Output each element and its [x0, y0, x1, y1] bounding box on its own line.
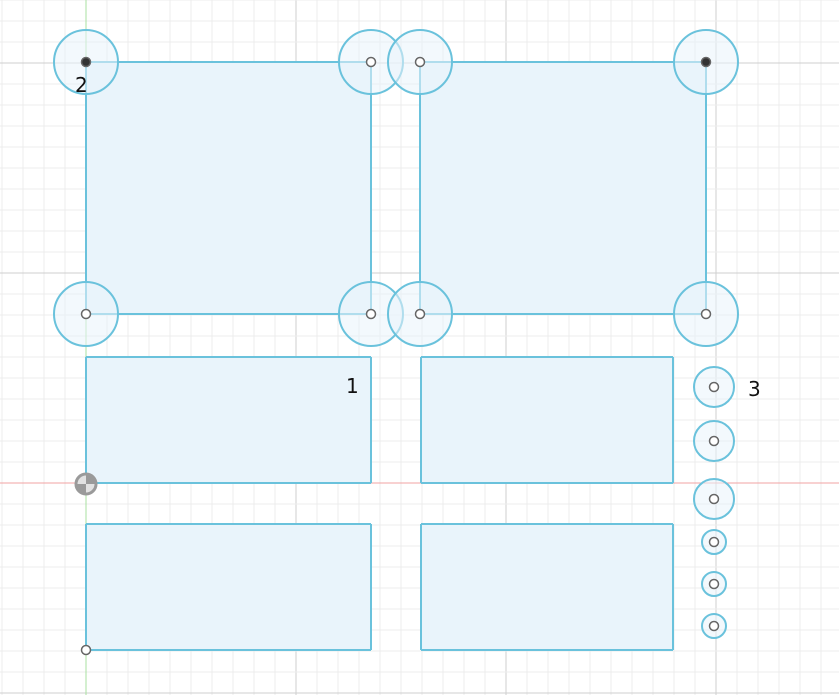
sketch-point[interactable]: [365, 308, 377, 320]
sketch-point[interactable]: [708, 578, 720, 590]
sketch-point[interactable]: [708, 536, 720, 548]
sketch-profile[interactable]: [86, 524, 371, 650]
sketch-profile[interactable]: [86, 62, 371, 314]
sketch-profile[interactable]: [421, 524, 673, 650]
sketch-point[interactable]: [708, 381, 720, 393]
fixed-sketch-point[interactable]: [80, 56, 92, 68]
sketch-profile[interactable]: [86, 357, 371, 483]
sketch-profile[interactable]: [421, 357, 673, 483]
label-corner-2: 2: [75, 73, 88, 97]
sketch-point[interactable]: [365, 56, 377, 68]
sketch-point[interactable]: [80, 644, 92, 656]
sketch-points: [80, 56, 720, 656]
sketch-labels: 1 2 3: [75, 73, 761, 401]
sketch-point[interactable]: [414, 56, 426, 68]
fixed-sketch-point[interactable]: [700, 56, 712, 68]
sketch-point[interactable]: [708, 620, 720, 632]
sketch-point[interactable]: [80, 308, 92, 320]
sketch-point[interactable]: [708, 493, 720, 505]
label-circles-3: 3: [748, 377, 761, 401]
sketch-profile[interactable]: [420, 62, 706, 314]
origin-point[interactable]: [74, 472, 98, 496]
label-rect-1: 1: [346, 374, 359, 398]
sketch-profiles: [86, 62, 706, 650]
origin-quadrant: [76, 484, 86, 494]
sketch-point[interactable]: [414, 308, 426, 320]
origin-quadrant: [86, 474, 96, 484]
sketch-point[interactable]: [708, 435, 720, 447]
sketch-point[interactable]: [700, 308, 712, 320]
sketch-lines: [85, 61, 707, 651]
